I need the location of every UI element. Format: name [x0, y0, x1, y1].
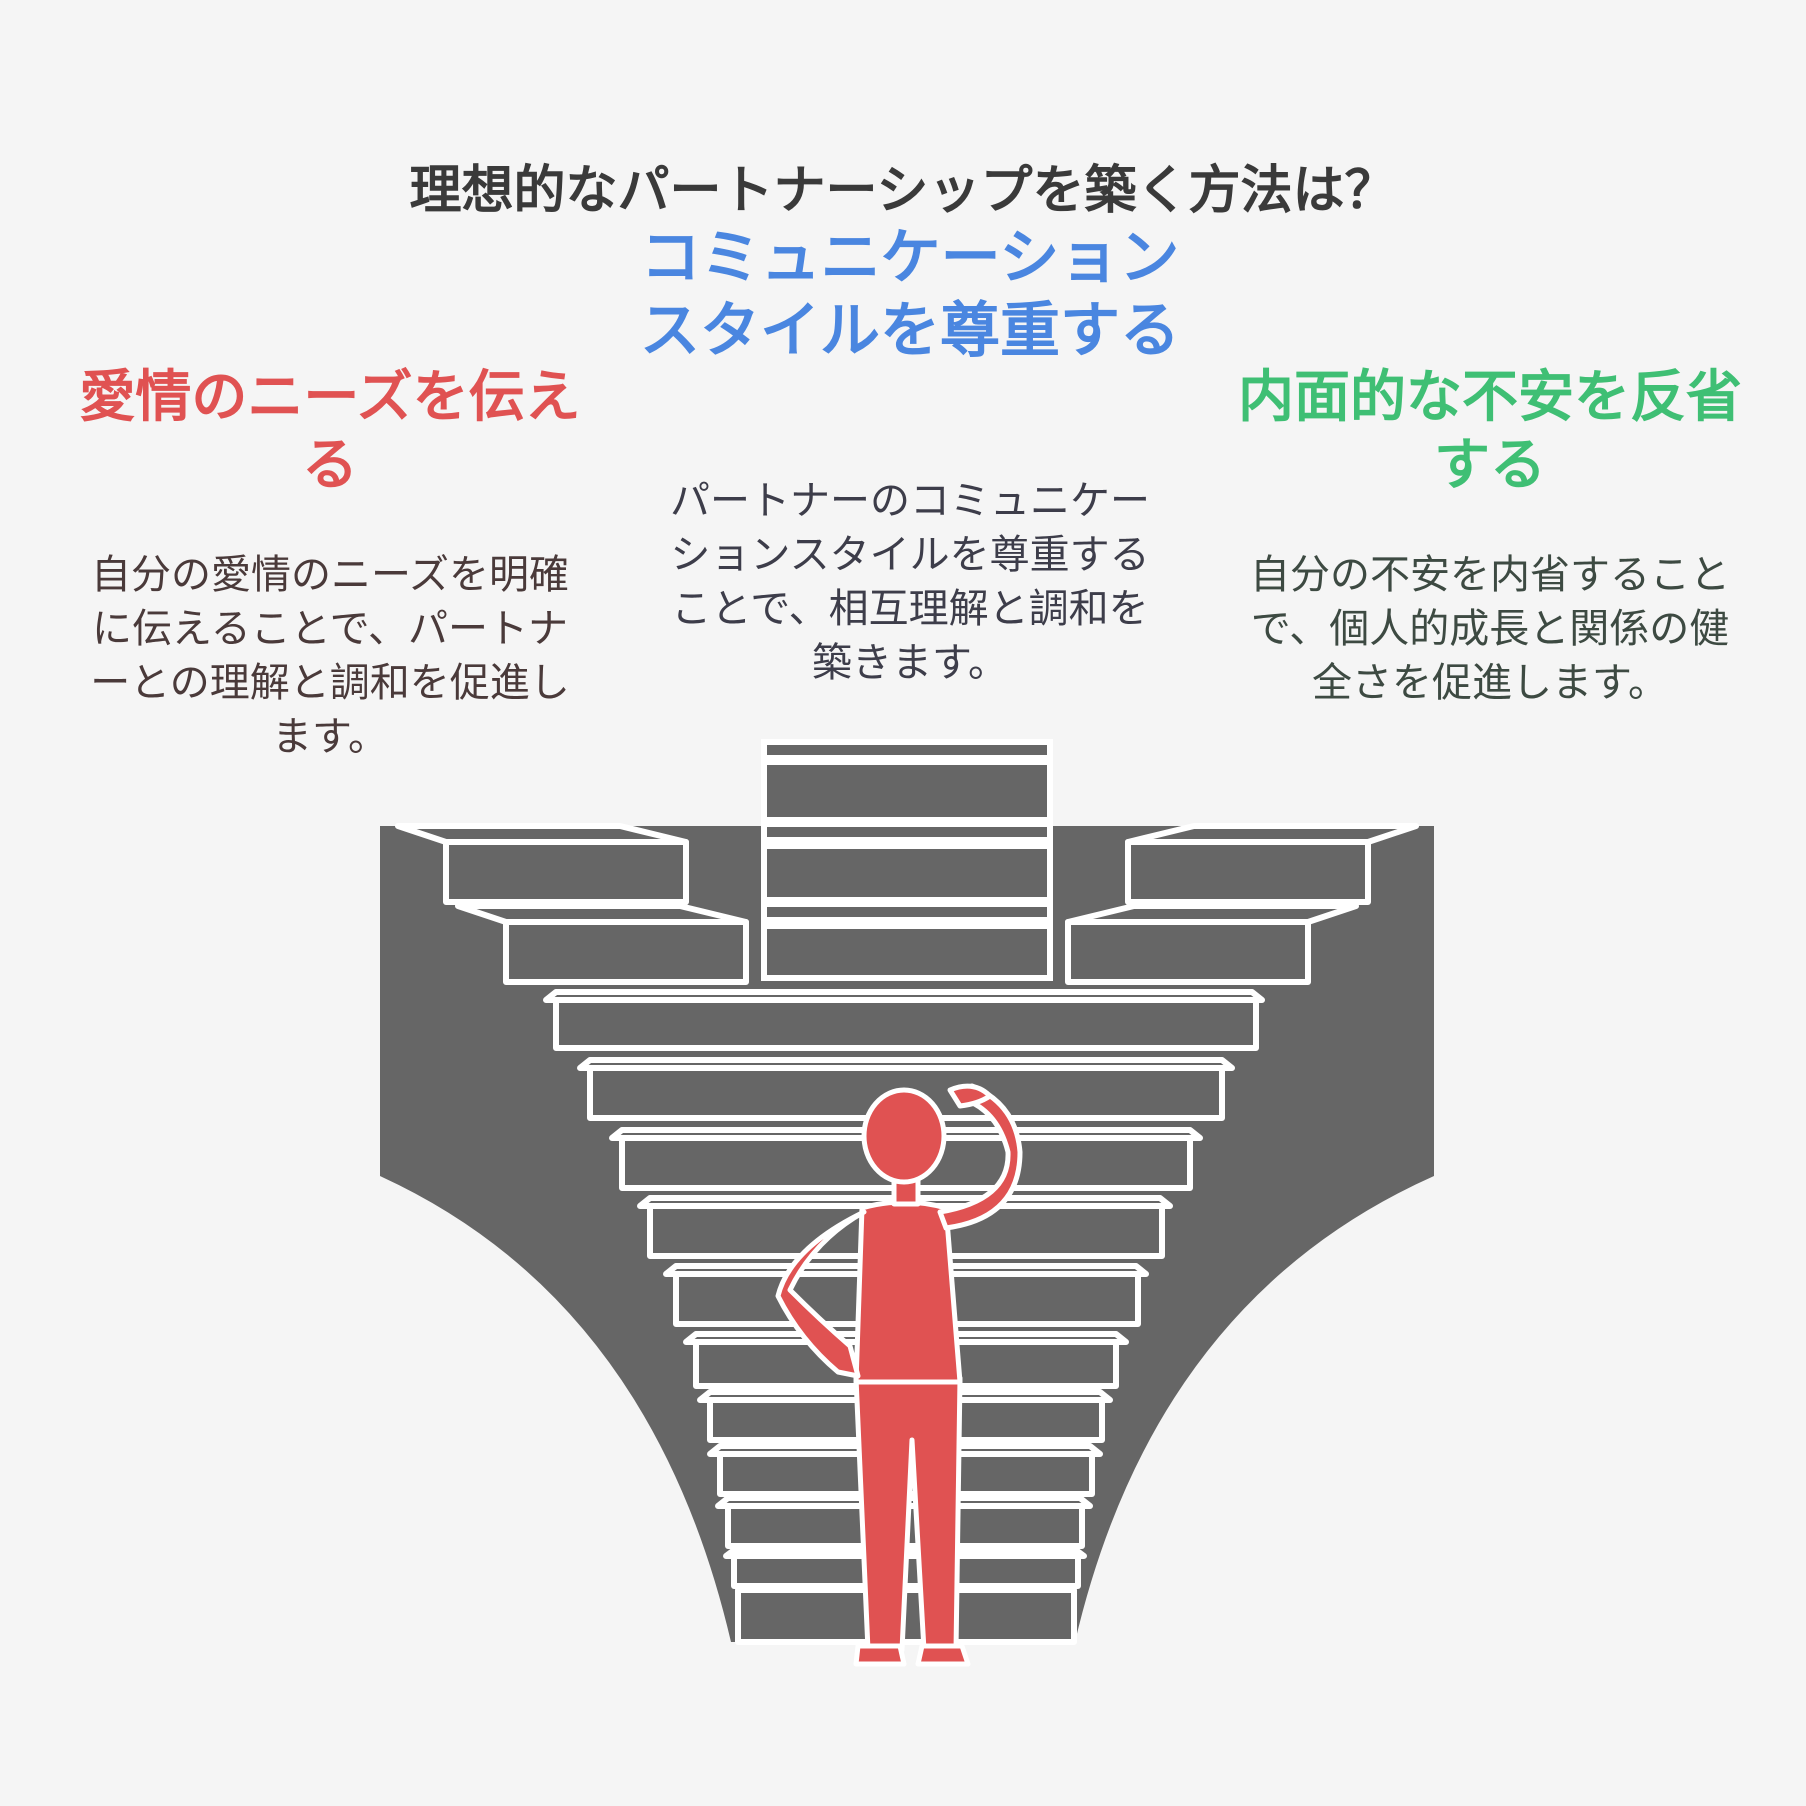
thinking-person-icon	[775, 1083, 1023, 1667]
option-heading-insecurity: 内面的な不安を反省する	[1238, 365, 1742, 499]
left-upper-steps	[395, 823, 749, 985]
option-heading-love-needs: 愛情のニーズを伝える	[79, 365, 581, 499]
option-description-love-needs: 自分の愛情のニーズを明確に伝えることで、パートナーとの理解と調和を促進します。	[90, 552, 570, 760]
page-title: 理想的なパートナーシップを築く方法は？	[409, 161, 1397, 221]
central-tower	[761, 739, 1053, 981]
option-description-communication: パートナーのコミュニケーションスタイルを尊重することで、相互理解と調和を築きます…	[670, 478, 1150, 686]
option-heading-communication: コミュニケーションスタイルを尊重する	[640, 223, 1180, 367]
option-description-insecurity: 自分の不安を内省することで、個人的成長と関係の健全さを促進します。	[1250, 552, 1730, 706]
right-upper-steps	[1065, 823, 1419, 985]
